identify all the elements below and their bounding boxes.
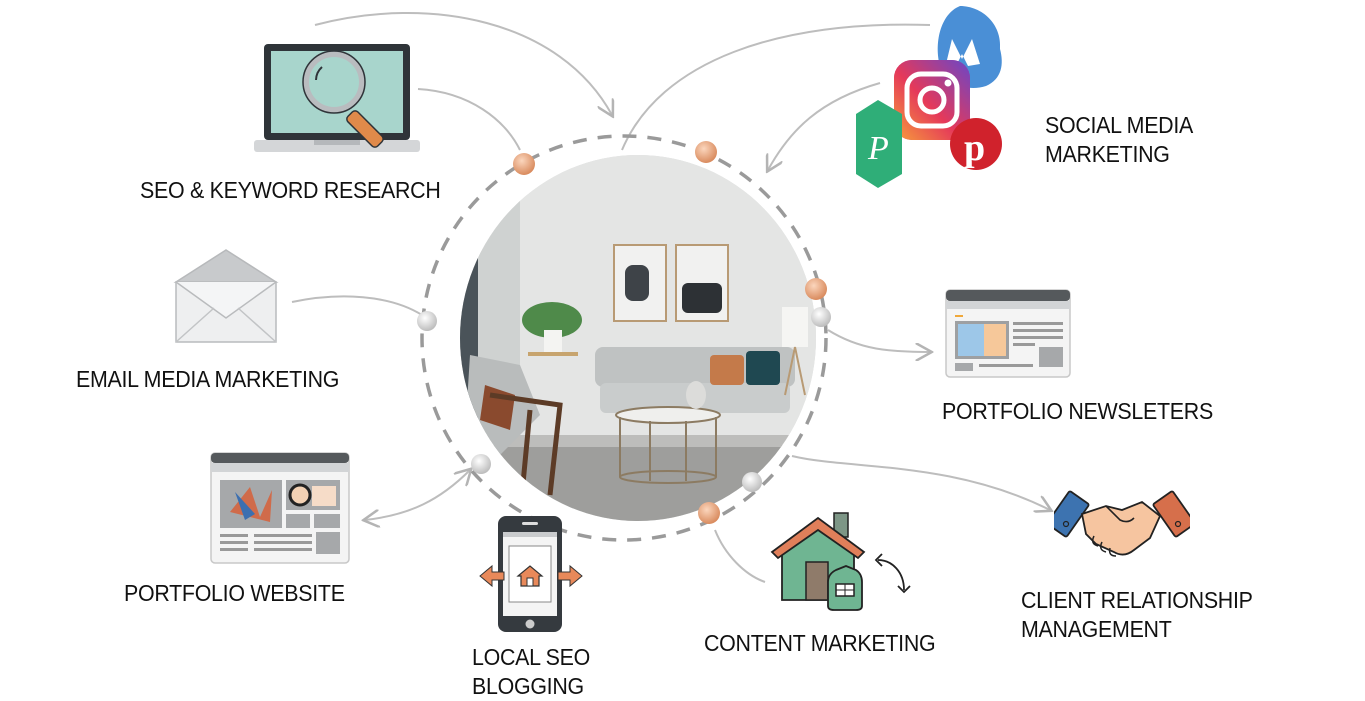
- label-client-relationship-management: CLIENT RELATIONSHIP MANAGEMENT: [1021, 586, 1253, 644]
- dashed-ring: [420, 134, 828, 542]
- label-seo-keyword-research: SEO & KEYWORD RESEARCH: [140, 177, 441, 203]
- label-line: MARKETING: [1045, 140, 1170, 167]
- house-icon: [770, 512, 911, 611]
- connector-lines: [291, 12, 1365, 583]
- living-room-photo: [460, 155, 816, 521]
- label-line: CLIENT RELATIONSHIP: [1021, 587, 1253, 613]
- center-living-room-image: [460, 155, 816, 521]
- ring-nodes: [417, 141, 831, 524]
- label-local-seo-blogging: LOCAL SEO BLOGGING: [472, 643, 590, 701]
- ring-node-orange: [513, 153, 535, 175]
- svg-text:P: P: [867, 130, 889, 167]
- label-email-media-marketing: EMAIL MEDIA MARKETING: [76, 366, 340, 392]
- label-line: LOCAL SEO: [472, 644, 590, 670]
- label-portfolio-newsletters: PORTFOLIO NEWSLETERS: [942, 398, 1213, 424]
- label-line: BLOGGING: [472, 672, 584, 699]
- smartphone-house-icon: [479, 516, 583, 632]
- label-content-marketing: CONTENT MARKETING: [704, 630, 936, 656]
- website-gallery-icon: [210, 452, 350, 564]
- ring-node-grey: [417, 311, 437, 331]
- label-social-media-marketing: SOCIAL MEDIA MARKETING: [1045, 111, 1193, 169]
- pinterest-hex-icon: [856, 100, 902, 188]
- ring-node-orange: [698, 502, 720, 524]
- handshake-icon: [1054, 490, 1190, 557]
- ring-node-grey: [471, 454, 491, 474]
- ring-node-orange: [805, 278, 827, 300]
- webpage-icon: [945, 289, 1071, 378]
- envelope-icon: [173, 249, 279, 343]
- label-line: SOCIAL MEDIA: [1045, 112, 1194, 138]
- pinterest-icon: [950, 118, 1002, 170]
- label-line: MANAGEMENT: [1021, 615, 1172, 642]
- ring-node-grey: [811, 307, 831, 327]
- ring-node-orange: [695, 141, 717, 163]
- laptop-magnifier-icon: [254, 44, 420, 152]
- svg-text:p: p: [964, 127, 985, 169]
- ring-node-grey: [742, 472, 762, 492]
- label-portfolio-website: PORTFOLIO WEBSITE: [124, 580, 345, 606]
- social-media-icons: P p: [856, 6, 1002, 188]
